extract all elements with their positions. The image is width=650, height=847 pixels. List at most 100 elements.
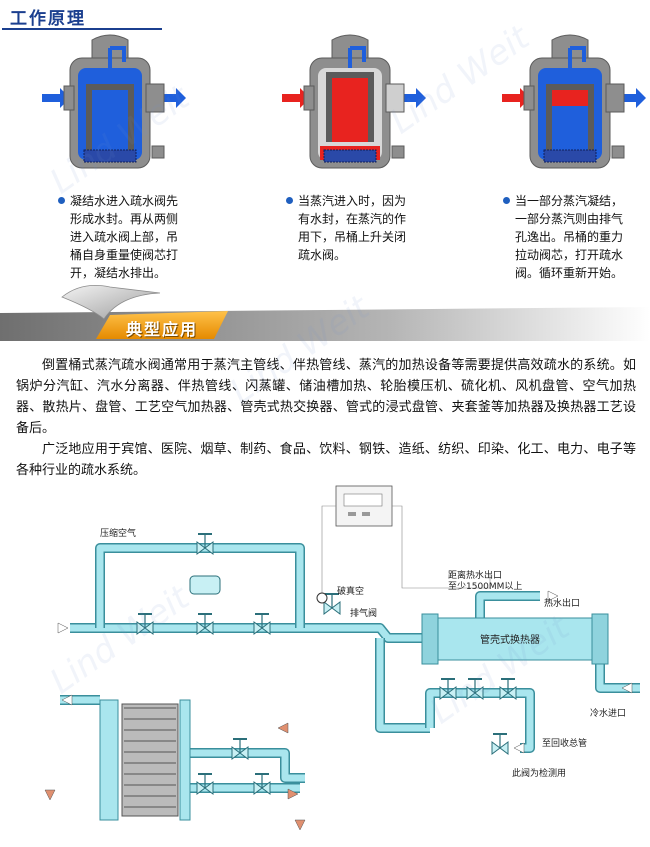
lever-linkage [348, 46, 366, 68]
flow-arrows [44, 590, 633, 831]
steam-main-pipe-fill [70, 624, 422, 642]
drain-plug [391, 145, 405, 159]
label-height-note-2: 至少1500MM以上 [448, 581, 522, 592]
caption-line: 拉动阀芯，打开疏水 [515, 248, 624, 262]
valve-figure-venting [502, 34, 646, 169]
inlet-arrow-icon [42, 88, 70, 108]
test-valve [491, 733, 509, 755]
outlet-arrow-icon [402, 88, 426, 108]
caption-line: 疏水阀。 [298, 248, 347, 262]
control-valve [196, 613, 214, 635]
inlet-flange [63, 85, 75, 111]
piping-diagram: 压缩空气 破真空 排气阀 距离热水出口 至少1500MM以上 热水出口 管壳式换… [44, 485, 640, 831]
arrow-down-icon [44, 789, 56, 801]
vent-valve [323, 593, 341, 615]
trap-station-pipe [425, 688, 535, 753]
strainer-screen [543, 149, 597, 163]
section-header: 工作原理 [2, 2, 162, 30]
arrow-right-icon [287, 788, 299, 800]
bullet-icon [58, 197, 65, 204]
banner-ribbon [0, 284, 650, 341]
application-banner: 典型应用 [0, 283, 650, 343]
bucket-water [552, 106, 588, 154]
outlet-flange [385, 83, 405, 113]
bullet-icon [286, 197, 293, 204]
caption-line: 桶自身重量使阀芯打 [70, 248, 179, 262]
actuator-icon [189, 575, 221, 595]
label-vacuum-breaker: 破真空 [337, 585, 364, 597]
gate-valve [499, 678, 517, 700]
inlet-arrow-icon [282, 88, 310, 108]
gate-valve [253, 613, 271, 635]
outlet-arrow-icon [162, 88, 186, 108]
bucket-content [92, 90, 128, 154]
plate-exchanger [99, 699, 191, 821]
drain-plug [611, 145, 625, 159]
caption-line: 形成水封。再从两侧 [70, 212, 179, 226]
gate-valve [136, 613, 154, 635]
inverted-bucket [86, 84, 134, 154]
arrow-left-icon [61, 694, 73, 706]
strainer-screen [323, 149, 377, 163]
bucket-content [332, 78, 368, 142]
hot-water-pipe-fill [476, 592, 540, 618]
label-exchanger: 管壳式换热器 [480, 633, 540, 646]
arrow-right-icon [547, 590, 559, 602]
gate-valve [253, 773, 271, 795]
valve-figure-condensate [42, 34, 186, 169]
label-hot-water-out: 热水出口 [544, 597, 580, 609]
caption-line: 当蒸汽进入时，因为 [298, 194, 407, 208]
caption-line: 一部分蒸汽则由排气 [515, 212, 624, 226]
outlet-arrow-icon [622, 88, 646, 108]
industry-paragraph: 广泛地应用于宾馆、医院、烟草、制药、食品、饮料、钢铁、造纸、纺织、印染、化工、电… [16, 442, 636, 478]
arrow-down-icon [294, 819, 306, 831]
label-vent-valve: 排气阀 [350, 607, 377, 619]
caption-line: 凝结水进入疏水阀先 [70, 194, 179, 208]
inlet-flange [303, 85, 315, 111]
caption-line: 有水封，在蒸汽的作 [298, 212, 407, 226]
arrow-left-icon [513, 742, 525, 754]
gate-valve [439, 678, 457, 700]
controller-box [321, 485, 491, 596]
inverted-bucket [546, 84, 594, 154]
application-paragraph: 倒置桶式蒸汽疏水阀通常用于蒸汽主管线、伴热管线、蒸汽的加热设备等需要提供高效疏水… [16, 358, 636, 436]
label-test-valve: 此阀为检测用 [512, 767, 566, 779]
inverted-bucket [326, 72, 374, 142]
banner-title: 典型应用 [126, 320, 199, 339]
inlet-flange [523, 85, 535, 111]
caption-line: 进入疏水阀上部，吊 [70, 230, 179, 244]
trap-station-pipe-fill [426, 689, 534, 752]
caption-line: 用下，吊桶上升关闭 [298, 230, 407, 244]
outlet-flange [145, 83, 165, 113]
outlet-flange [605, 83, 625, 113]
gate-valve [196, 533, 214, 555]
gate-valve [466, 678, 484, 700]
label-to-recovery: 至回收总管 [542, 737, 587, 749]
label-compressed-air: 压缩空气 [100, 527, 136, 539]
arrow-left-icon [277, 722, 289, 734]
label-cold-water-in: 冷水进口 [590, 707, 626, 719]
caption-steam: 当蒸汽进入时，因为 有水封，在蒸汽的作 用下，吊桶上升关闭 疏水阀。 [286, 192, 407, 264]
caption-line: 开，凝结水排出。 [70, 266, 167, 280]
bucket-content [552, 90, 588, 106]
label-height-note-1: 距离热水出口 [448, 569, 502, 581]
shell-tube-exchanger [421, 613, 609, 665]
strainer-screen [83, 149, 137, 163]
caption-line: 当一部分蒸汽凝结， [515, 194, 624, 208]
gate-valve [231, 738, 249, 760]
arrow-left-icon [621, 682, 633, 694]
drain-plug [151, 145, 165, 159]
inlet-arrow-icon [502, 88, 530, 108]
lever-linkage [568, 46, 586, 68]
arrow-right-icon [57, 622, 69, 634]
caption-line: 孔逸出。吊桶的重力 [515, 230, 624, 244]
pressure-gauge-icon [316, 592, 328, 604]
lever-linkage [108, 46, 126, 68]
bullet-icon [503, 197, 510, 204]
caption-condensate: 凝结水进入疏水阀先 形成水封。再从两侧 进入疏水阀上部，吊 桶自身重量使阀芯打 … [58, 192, 179, 282]
condensate-return-pipe-fill [376, 638, 430, 732]
gate-valve [196, 773, 214, 795]
valve-set [136, 533, 517, 795]
caption-line: 阀。循环重新开始。 [515, 266, 624, 280]
caption-venting: 当一部分蒸汽凝结， 一部分蒸汽则由排气 孔逸出。吊桶的重力 拉动阀芯，打开疏水 … [503, 192, 624, 282]
